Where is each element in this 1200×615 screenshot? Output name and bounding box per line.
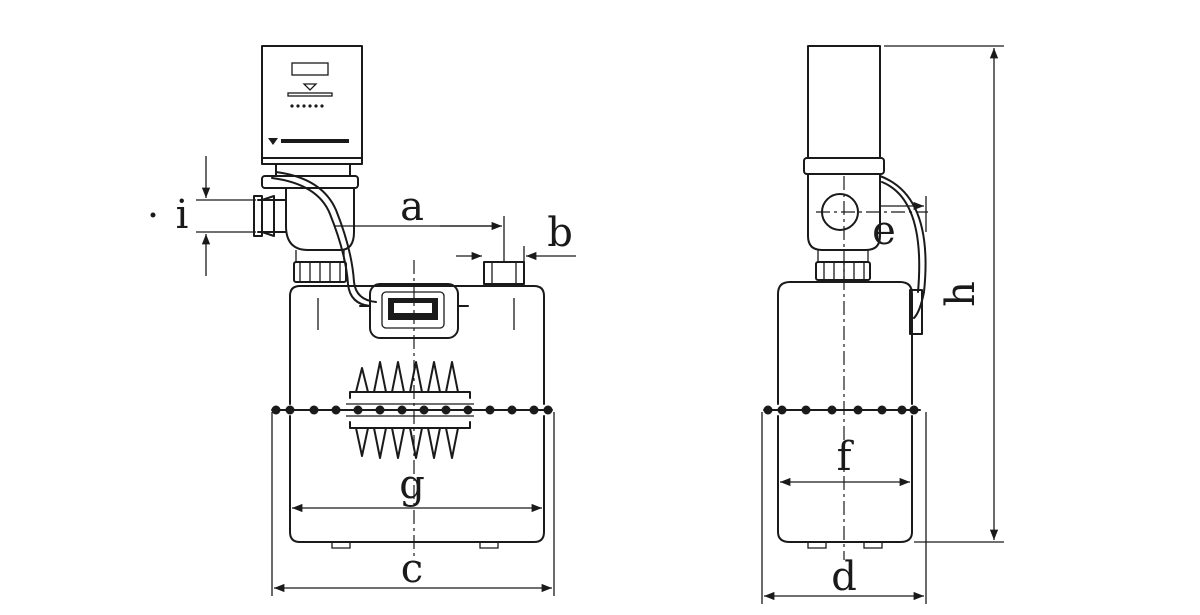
label-c: c xyxy=(401,546,423,592)
valve-assembly xyxy=(253,163,377,307)
dimension-g: g xyxy=(292,462,542,513)
label-h: h xyxy=(938,281,984,307)
label-e: e xyxy=(872,208,896,254)
label-b: b xyxy=(547,210,573,256)
side-case xyxy=(763,281,921,549)
controller-box xyxy=(261,45,363,165)
label-i: i xyxy=(176,192,189,238)
label-g: g xyxy=(399,462,425,508)
dimension-f: f xyxy=(780,434,910,487)
front-view: i a b g c xyxy=(150,45,576,596)
dimension-i: i xyxy=(150,156,256,276)
label-f: f xyxy=(837,434,855,480)
dimension-b: b xyxy=(456,210,576,262)
dimension-d: d xyxy=(761,412,927,604)
label-d: d xyxy=(831,554,857,600)
label-a: a xyxy=(400,184,424,230)
meter-case xyxy=(271,283,553,549)
front-seam-bolts xyxy=(271,405,553,415)
dimension-c: c xyxy=(271,412,555,596)
dimension-h: h xyxy=(884,45,1004,543)
side-seam-bolts xyxy=(763,405,919,415)
outlet-stub xyxy=(483,261,525,285)
side-valve xyxy=(807,173,927,335)
side-view: e f h d xyxy=(761,45,1004,604)
side-controller xyxy=(807,45,881,159)
dimension-a: a xyxy=(334,184,505,262)
dimension-e: e xyxy=(872,196,927,254)
